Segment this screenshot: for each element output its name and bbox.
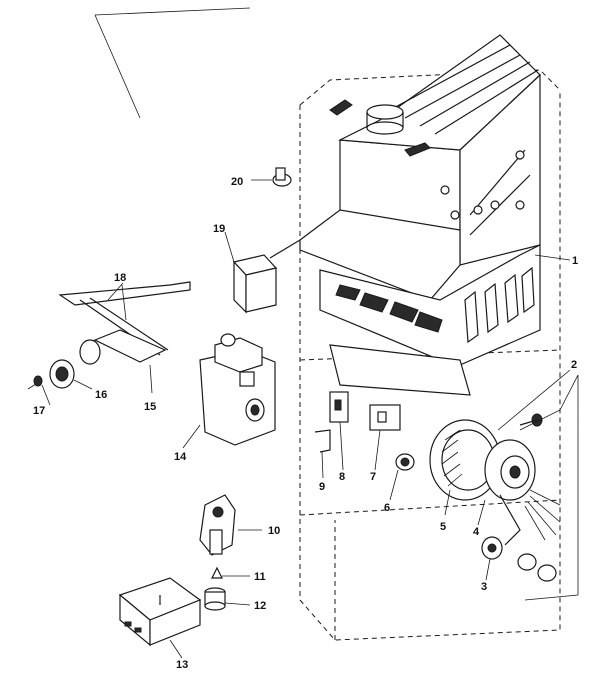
label-part-1: 1 bbox=[572, 255, 578, 267]
screw-part-2 bbox=[519, 374, 579, 601]
label-part-5: 5 bbox=[440, 521, 446, 533]
bracket-part-9 bbox=[314, 429, 331, 479]
label-part-16: 16 bbox=[95, 389, 107, 401]
heat-exchanger bbox=[299, 34, 541, 396]
label-part-4: 4 bbox=[473, 526, 480, 538]
label-part-20: 20 bbox=[231, 176, 243, 188]
blower-wheel-part-5 bbox=[429, 419, 501, 516]
label-part-12: 12 bbox=[254, 600, 266, 612]
label-part-7: 7 bbox=[370, 471, 376, 483]
label-part-6: 6 bbox=[384, 502, 390, 514]
control-box-part-19 bbox=[224, 231, 301, 314]
pilot-burner-part-10 bbox=[199, 494, 262, 556]
label-part-3: 3 bbox=[481, 581, 487, 593]
page-fold-line bbox=[94, 7, 251, 119]
label-part-13: 13 bbox=[176, 659, 188, 671]
orifice-part-11 bbox=[211, 566, 250, 579]
component-part-7 bbox=[369, 404, 401, 471]
leader-lines bbox=[27, 254, 571, 431]
label-part-9: 9 bbox=[319, 481, 325, 493]
burner-cap-part-16 bbox=[49, 339, 101, 390]
label-part-8: 8 bbox=[339, 471, 345, 483]
limit-switch-part-20 bbox=[251, 167, 292, 187]
blower-motor-part-4 bbox=[477, 439, 561, 546]
label-part-17: 17 bbox=[33, 405, 45, 417]
burner-bar-part-18 bbox=[58, 281, 191, 363]
component-part-6 bbox=[389, 453, 415, 501]
fitting-part-12 bbox=[204, 587, 251, 611]
leader-15 bbox=[149, 364, 153, 394]
label-part-10: 10 bbox=[268, 525, 280, 537]
label-part-11: 11 bbox=[254, 571, 266, 583]
label-part-15: 15 bbox=[144, 401, 156, 413]
pressure-switch-part-8 bbox=[329, 391, 349, 471]
ignition-module-part-13 bbox=[118, 577, 202, 659]
part-number-labels: 1 2 3 4 5 6 7 8 9 10 11 12 13 14 15 16 1… bbox=[33, 176, 578, 671]
gas-valve-part-14 bbox=[182, 333, 276, 449]
mount-part-3 bbox=[481, 536, 557, 582]
label-part-2: 2 bbox=[571, 359, 577, 371]
orifice-part-17 bbox=[33, 375, 51, 406]
label-part-19: 19 bbox=[213, 223, 225, 235]
label-part-14: 14 bbox=[174, 451, 187, 463]
label-part-18: 18 bbox=[114, 272, 126, 284]
